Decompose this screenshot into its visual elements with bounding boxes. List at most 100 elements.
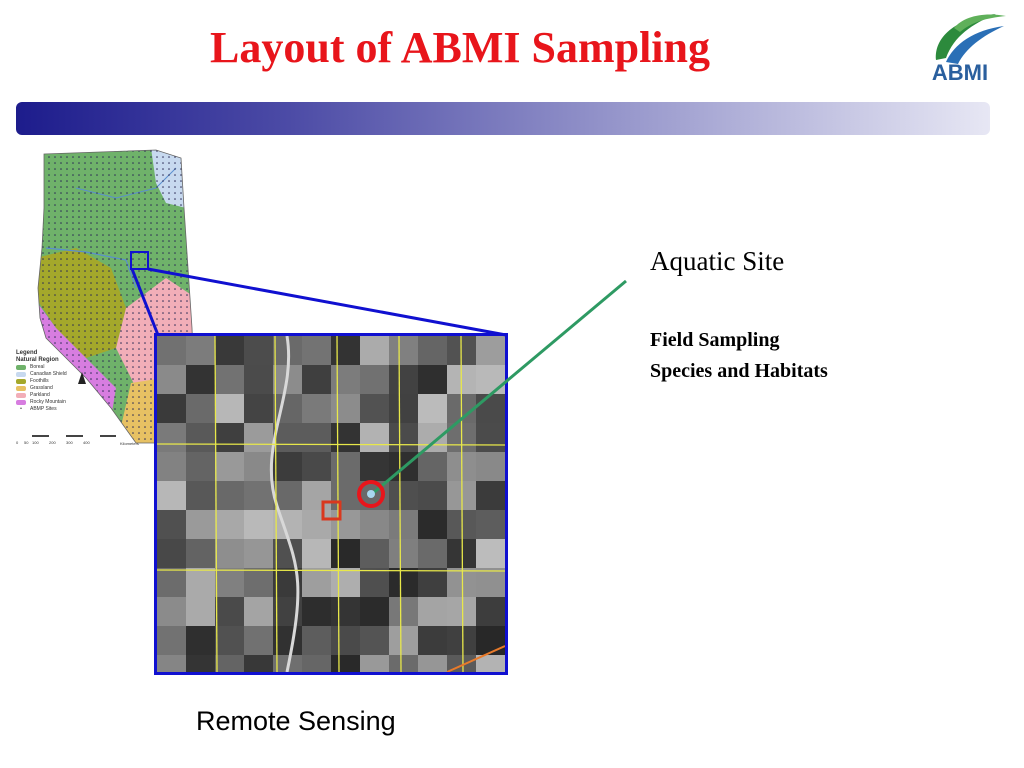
aerial-field-tile [157,568,186,597]
aerial-field-tile [331,539,360,568]
remote-sensing-caption: Remote Sensing [196,706,396,736]
aerial-field-tile [331,365,360,394]
north-arrow-icon [78,372,86,384]
aerial-field-tile [418,597,447,626]
aerial-field-tile [186,597,215,626]
aerial-field-tile [418,539,447,568]
legend-item-label: Boreal [30,364,45,370]
aerial-field-tile [360,597,389,626]
aerial-field-tile [244,452,273,481]
aerial-field-tile [476,336,505,365]
legend-subtitle: Natural Region [16,357,59,363]
scale-label: 400 [83,440,90,445]
aerial-field-tile [244,394,273,423]
aerial-field-tile [389,568,418,597]
aquatic-site-details: Field Sampling Species and Habitats [650,325,828,387]
aerial-field-tile [360,539,389,568]
aerial-field-tile [389,336,418,365]
aerial-field-tile [447,539,476,568]
grid-line [214,336,218,672]
aerial-photo-tiles [157,336,505,672]
aerial-field-tile [360,423,389,452]
aerial-field-tile [476,597,505,626]
aerial-field-tile [215,365,244,394]
legend-item: Parkland [16,392,146,399]
aerial-field-tile [418,452,447,481]
scale-label: 0 [16,440,19,445]
aerial-field-tile [302,423,331,452]
aerial-field-tile [360,394,389,423]
aerial-field-tile [476,655,505,672]
aerial-field-tile [157,626,186,655]
scale-label: 50 [24,440,29,445]
legend-swatch [16,393,26,398]
aerial-field-tile [244,539,273,568]
aerial-field-tile [215,568,244,597]
aerial-field-tile [157,481,186,510]
aerial-field-tile [186,365,215,394]
field-sampling-label: Field Sampling [650,329,780,351]
species-habitats-label: Species and Habitats [650,360,828,382]
aerial-field-tile [360,452,389,481]
aerial-field-tile [302,655,331,672]
alberta-region-map [37,149,197,444]
aerial-field-tile [157,394,186,423]
aerial-field-tile [244,568,273,597]
aerial-field-tile [418,481,447,510]
aerial-field-tile [389,452,418,481]
aerial-field-tile [157,655,186,672]
aerial-field-tile [331,481,360,510]
aerial-field-tile [389,423,418,452]
legend-sites-label: ABMP Sites [30,406,57,412]
aerial-field-tile [476,626,505,655]
aerial-field-tile [389,539,418,568]
legend-swatch [16,365,26,370]
aerial-field-tile [447,597,476,626]
aerial-field-tile [244,510,273,539]
aerial-field-tile [244,481,273,510]
aerial-field-tile [215,452,244,481]
aerial-field-tile [244,655,273,672]
aerial-field-tile [360,481,389,510]
aerial-field-tile [302,568,331,597]
aerial-field-tile [302,626,331,655]
aerial-field-tile [389,481,418,510]
aerial-field-tile [331,510,360,539]
aerial-field-tile [360,365,389,394]
aerial-field-tile [157,510,186,539]
aerial-field-tile [389,655,418,672]
aerial-field-tile [418,626,447,655]
header-banner [16,102,990,135]
aerial-field-tile [215,336,244,365]
aerial-field-tile [215,626,244,655]
aerial-field-tile [331,452,360,481]
aerial-field-tile [476,510,505,539]
aerial-field-tile [389,365,418,394]
legend-swatch [16,379,26,384]
aerial-field-tile [418,365,447,394]
aerial-field-tile [244,336,273,365]
aerial-field-tile [331,626,360,655]
aerial-field-tile [302,336,331,365]
aerial-field-tile [447,568,476,597]
aerial-field-tile [302,510,331,539]
aerial-field-tile [418,394,447,423]
abmi-logo: ABMI [924,8,1014,88]
aerial-field-tile [186,510,215,539]
aerial-field-tile [302,394,331,423]
aerial-field-tile [360,626,389,655]
aerial-field-tile [215,539,244,568]
aerial-field-tile [418,655,447,672]
aerial-field-tile [389,394,418,423]
aerial-field-tile [186,481,215,510]
legend-swatch [16,386,26,391]
aerial-field-tile [244,626,273,655]
leaf-swoosh-logo-icon [935,14,1006,64]
aerial-field-tile [476,394,505,423]
aerial-field-tile [389,510,418,539]
scale-label: 200 [49,440,56,445]
aerial-field-tile [186,626,215,655]
aerial-field-tile [331,655,360,672]
